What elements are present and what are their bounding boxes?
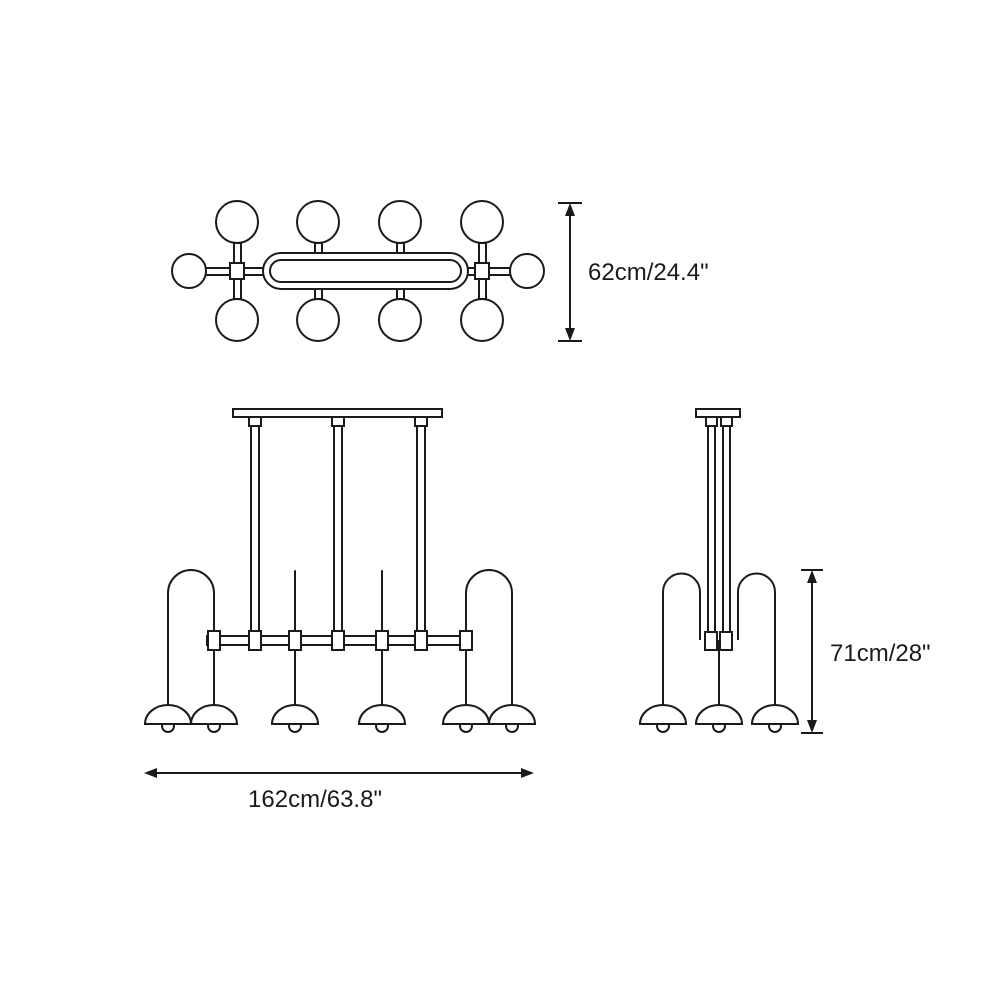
bulb-circle <box>378 298 422 342</box>
bulb-circle <box>460 200 504 244</box>
shade-dome <box>750 704 800 725</box>
bulb-circle <box>509 253 545 289</box>
front-view <box>143 408 537 733</box>
rod-connector <box>248 416 262 427</box>
depth-dimension-label: 62cm/24.4" <box>588 259 709 286</box>
shade-dome <box>694 704 744 725</box>
bulb-circle <box>215 298 259 342</box>
drop-rod <box>416 416 426 639</box>
shade-dome <box>357 704 407 725</box>
canopy <box>695 408 741 418</box>
connector-block <box>248 630 262 651</box>
bulb-circle <box>296 298 340 342</box>
arrowhead-up <box>565 203 575 216</box>
arrowhead-down <box>565 328 575 341</box>
bulb-circle <box>296 200 340 244</box>
drop-rod <box>707 416 716 639</box>
shade-dome <box>189 704 239 725</box>
drop-rod <box>250 416 260 639</box>
connector-block <box>207 630 221 651</box>
arrowhead-left <box>144 768 157 778</box>
curved-arm <box>465 569 513 706</box>
connector-block <box>719 631 733 651</box>
connector-block <box>414 630 428 651</box>
bulb-circle <box>215 200 259 244</box>
rod-connector <box>705 416 718 427</box>
drop-rod <box>333 416 343 639</box>
canopy <box>232 408 443 418</box>
connector-block <box>704 631 718 651</box>
top-view <box>171 200 545 342</box>
connector-block <box>331 630 345 651</box>
bulb-circle <box>378 200 422 244</box>
width-dimension-label: 162cm/63.8" <box>248 786 382 813</box>
dimension-depth: 62cm/24.4" <box>558 202 709 342</box>
curved-arm <box>167 569 215 706</box>
connector-block <box>229 262 245 280</box>
arrowhead-up <box>807 570 817 583</box>
center-body-outer <box>262 252 469 290</box>
arrowhead-down <box>807 720 817 733</box>
height-dimension-label: 71cm/28" <box>830 640 931 667</box>
bulb-circle <box>171 253 207 289</box>
connector-block <box>375 630 389 651</box>
dimension-height: 71cm/28" <box>801 569 931 734</box>
shade-dome <box>487 704 537 725</box>
bulb-circle <box>460 298 504 342</box>
center-body-inner <box>269 259 462 283</box>
curved-arm <box>737 572 776 706</box>
curved-arm <box>662 572 701 706</box>
dimension-width: 162cm/63.8" <box>144 768 534 813</box>
drop-rod <box>722 416 731 639</box>
shade-dome <box>441 704 491 725</box>
shade-dome <box>638 704 688 725</box>
rod-connector <box>720 416 733 427</box>
shade-dome <box>270 704 320 725</box>
connector-block <box>474 262 490 280</box>
side-view <box>638 408 800 733</box>
connector-block <box>288 630 302 651</box>
rod-connector <box>331 416 345 427</box>
rod-connector <box>414 416 428 427</box>
connector-block <box>459 630 473 651</box>
shade-dome <box>143 704 193 725</box>
arrowhead-right <box>521 768 534 778</box>
